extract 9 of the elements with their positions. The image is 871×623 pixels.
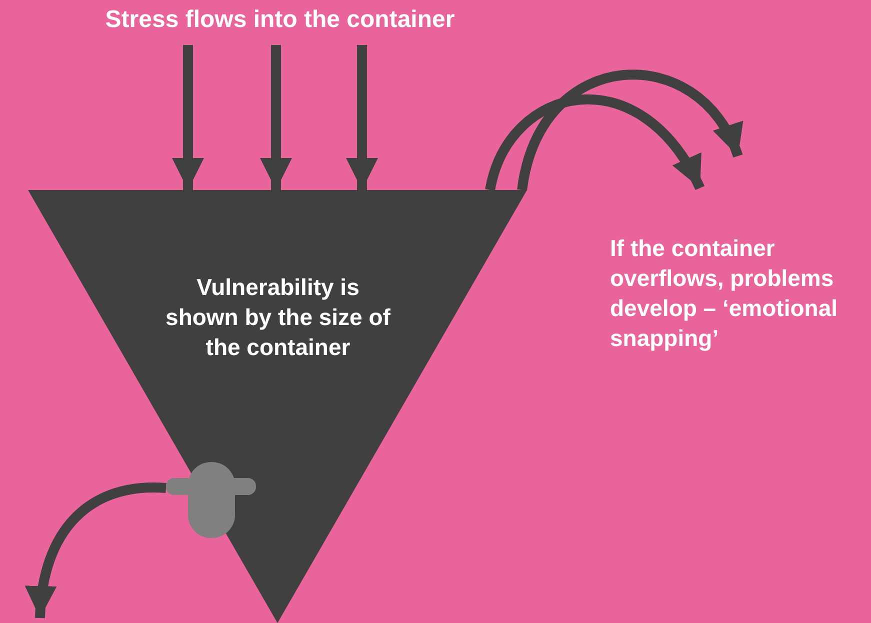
container-caption: Vulnerability is shown by the size of the container <box>164 273 392 362</box>
title: Stress flows into the container <box>104 5 456 35</box>
arrow <box>346 45 378 190</box>
note-text: If the container overflows, problems develop – ‘emotional snapping’ <box>610 234 838 353</box>
arrow <box>26 482 166 618</box>
arrow <box>172 45 204 190</box>
arrow <box>517 70 743 192</box>
arrow <box>260 45 292 190</box>
arrow <box>485 94 704 192</box>
